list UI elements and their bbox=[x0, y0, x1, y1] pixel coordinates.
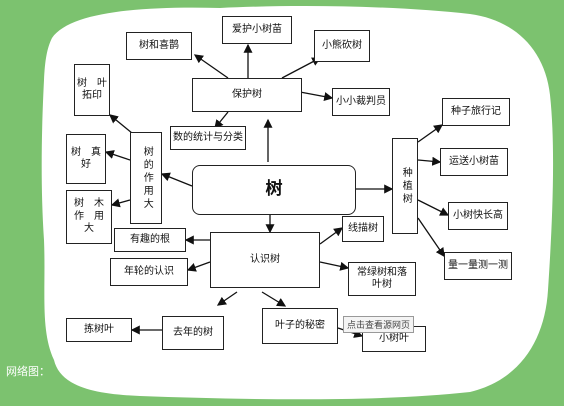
node-grow-tall: 小树快长高 bbox=[448, 202, 508, 230]
node-leaf-secret: 叶子的秘密 bbox=[262, 308, 338, 344]
node-care-seedling: 爱护小树苗 bbox=[222, 16, 292, 44]
node-annual-rings: 年轮的认识 bbox=[110, 258, 188, 286]
caption-label: 网络图： bbox=[6, 365, 50, 378]
node-seed-journey: 种子旅行记 bbox=[442, 98, 510, 126]
node-tree-uses: 树的作用大 bbox=[130, 132, 162, 224]
node-leaf-rubbing: 树 叶 拓印 bbox=[74, 64, 110, 116]
node-protect-tree: 保护树 bbox=[192, 78, 302, 112]
node-know-tree: 认识树 bbox=[210, 232, 320, 288]
view-source-watermark[interactable]: 点击查看源网页 bbox=[343, 316, 415, 333]
node-tree-is-good: 树 真 好 bbox=[66, 134, 106, 184]
node-pick-leaves: 拣树叶 bbox=[66, 318, 132, 342]
node-tree-and-magpie: 树和喜鹊 bbox=[126, 32, 192, 60]
node-stats-classify: 数的统计与分类 bbox=[170, 126, 246, 150]
node-little-judge: 小小裁判员 bbox=[332, 88, 390, 116]
node-last-year-tree: 去年的树 bbox=[162, 316, 224, 350]
node-plant-tree: 种植树 bbox=[392, 138, 418, 234]
node-measure: 量一量测一测 bbox=[444, 252, 512, 280]
node-deliver-seedling: 运送小树苗 bbox=[440, 148, 508, 176]
node-wood-uses: 树 木 作 用 大 bbox=[66, 190, 112, 244]
node-interesting-roots: 有趣的根 bbox=[114, 228, 186, 252]
node-evergreen-deciduous: 常绿树和落 叶树 bbox=[348, 262, 416, 296]
node-bear-cuts-tree: 小熊砍树 bbox=[314, 30, 370, 62]
center-node-tree: 树 bbox=[192, 165, 356, 215]
node-line-drawing: 线描树 bbox=[342, 216, 384, 242]
